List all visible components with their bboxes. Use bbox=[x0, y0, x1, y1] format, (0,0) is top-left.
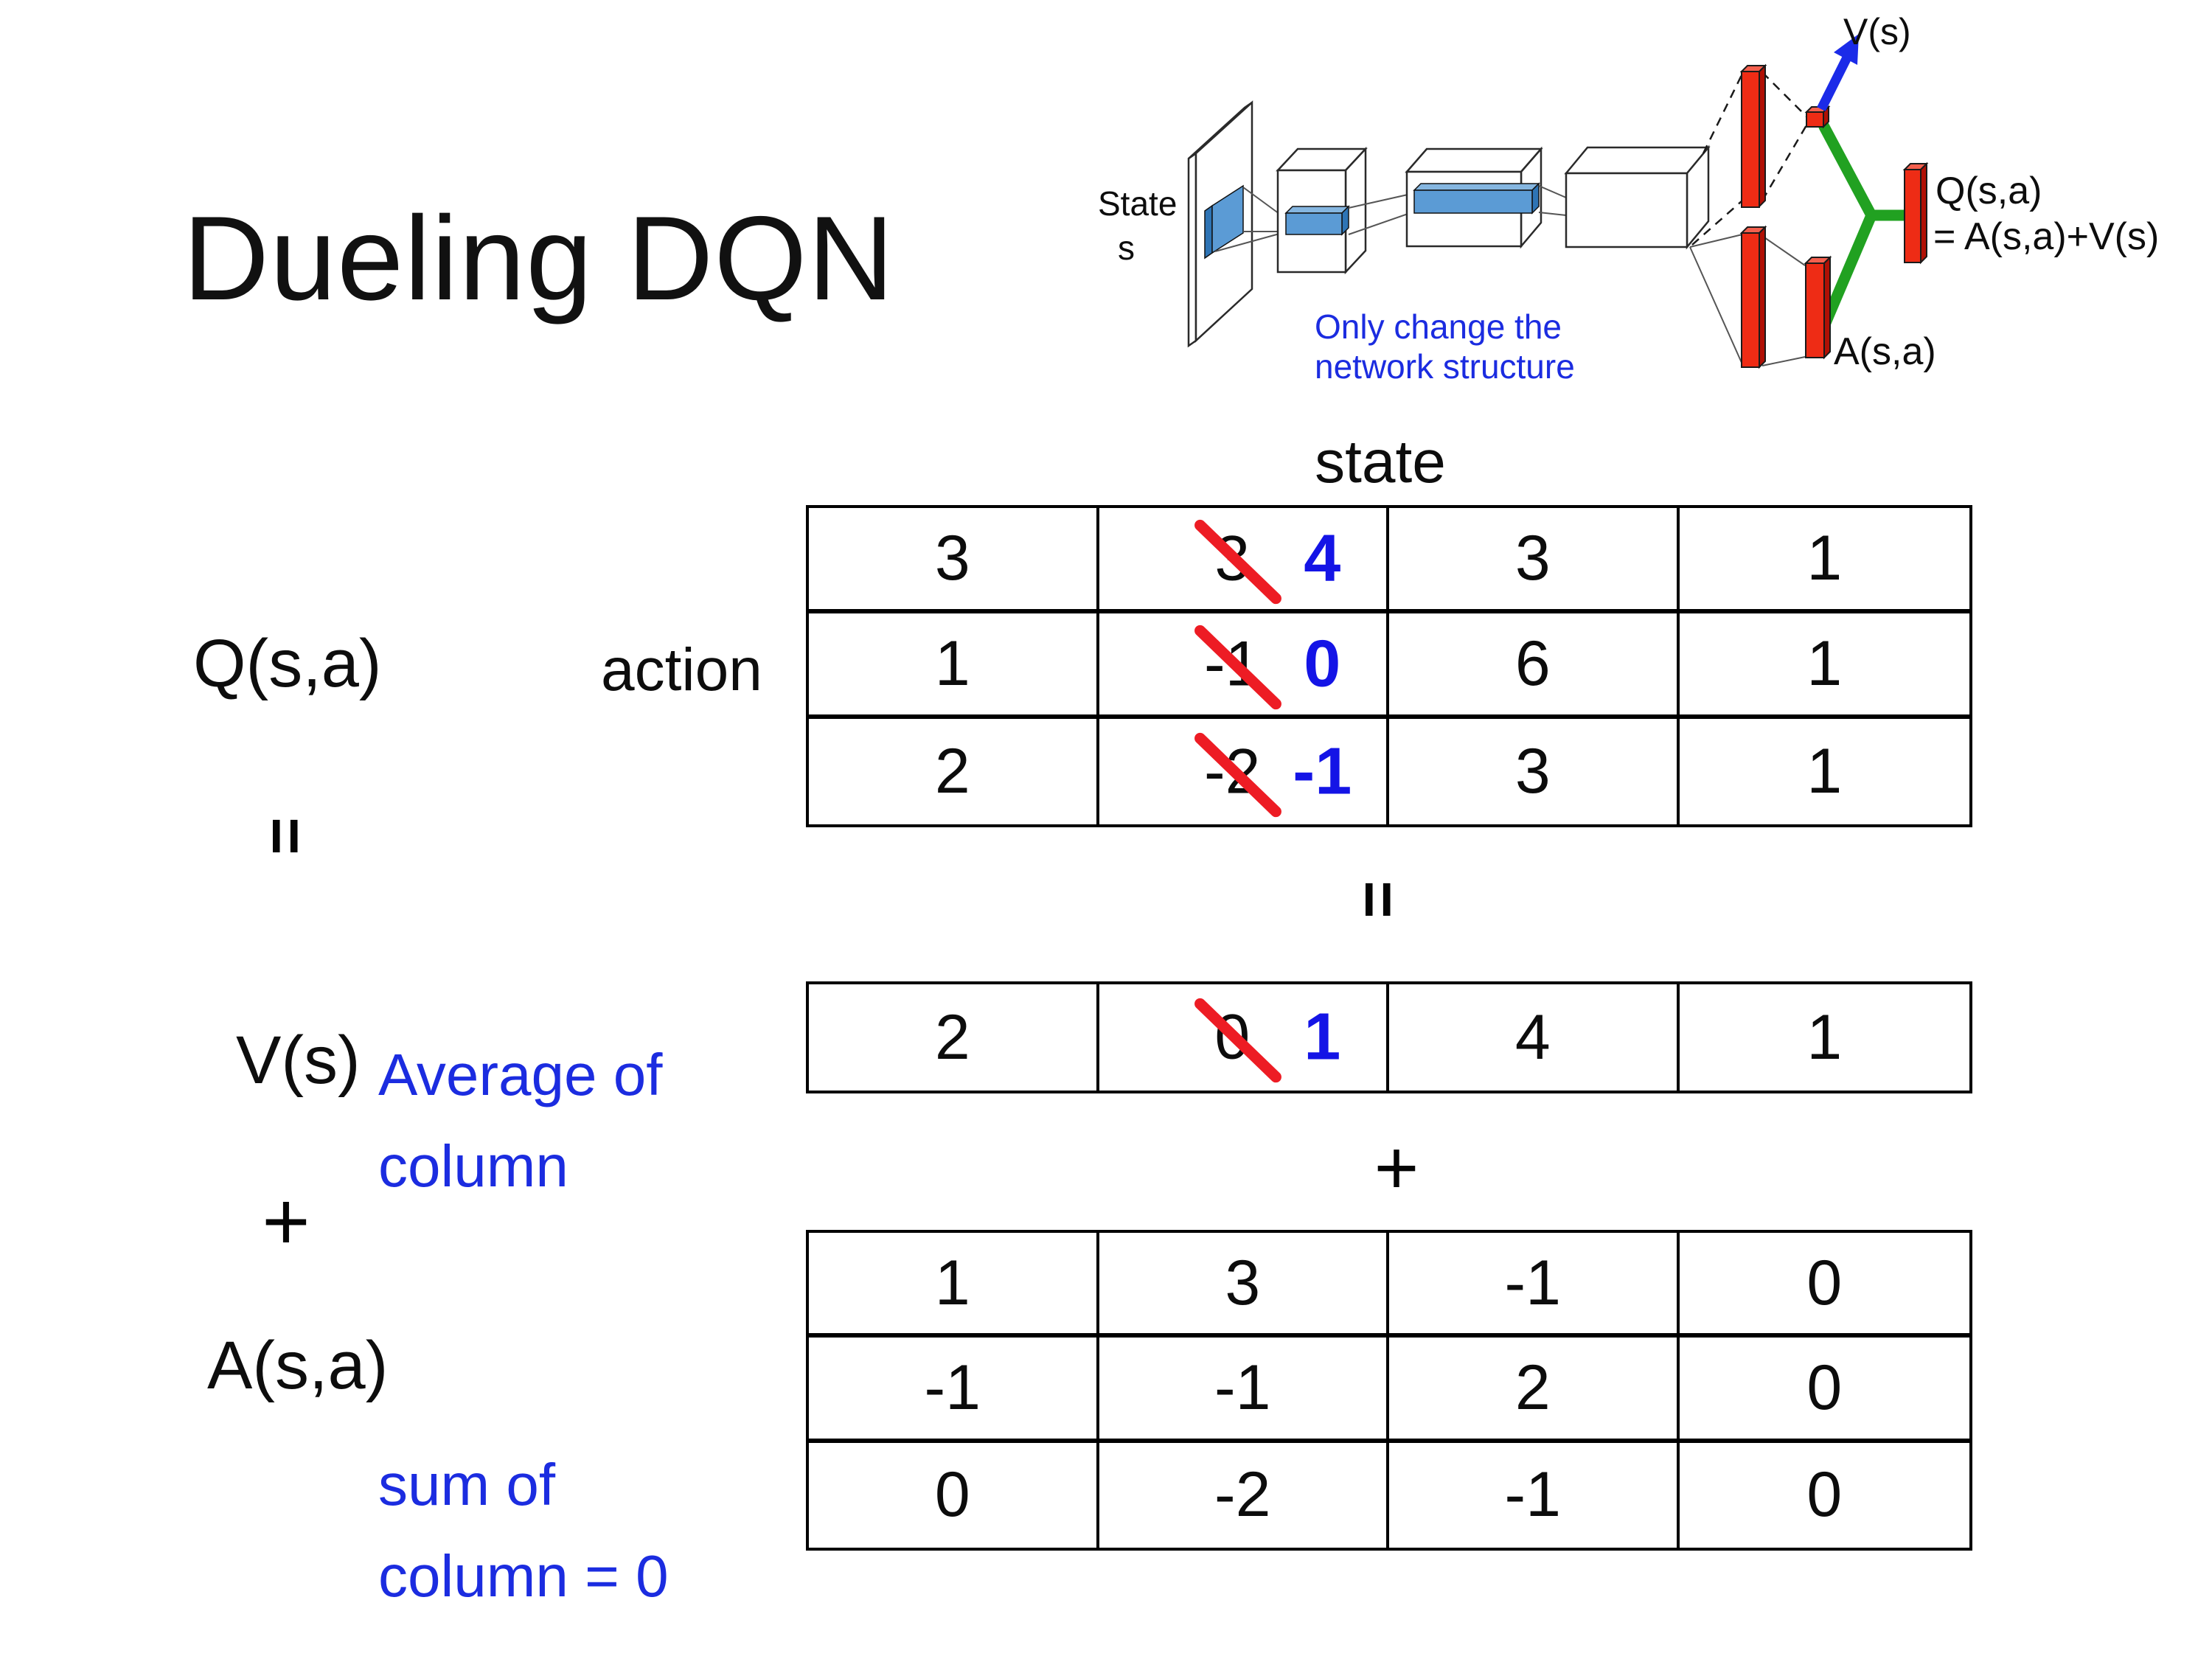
q-cell-r1c0: 1 bbox=[809, 613, 1099, 719]
a-table: 1 3 -1 0 -1 -1 2 0 0 -2 -1 0 bbox=[806, 1230, 1972, 1551]
diagram-note-line1: Only change the bbox=[1315, 307, 1562, 346]
v-new-value: 1 bbox=[1304, 1000, 1341, 1074]
v-row-label: V(s) bbox=[236, 1023, 361, 1098]
a-cell-r0c2: -1 bbox=[1389, 1233, 1680, 1338]
q-cell-r0c3: 1 bbox=[1679, 508, 1969, 613]
a-hidden-bar bbox=[1739, 225, 1767, 369]
q-cell-r2c0: 2 bbox=[809, 719, 1099, 824]
q-cell-r2c2: 3 bbox=[1389, 719, 1680, 824]
a-cell-r1c2: 2 bbox=[1389, 1338, 1680, 1443]
sum-note-line1: sum of bbox=[378, 1452, 556, 1517]
q-matrix-label: Q(s,a) bbox=[193, 626, 382, 701]
q-cell-r1c1-struck: -1 0 bbox=[1099, 613, 1389, 719]
action-label: action bbox=[601, 636, 762, 703]
diagram-v-label: V(s) bbox=[1843, 11, 1911, 52]
diagram-q-label-line2: = A(s,a)+V(s) bbox=[1933, 215, 2159, 258]
diagram-note-line2: network structure bbox=[1315, 347, 1575, 386]
a-matrix-label: A(s,a) bbox=[207, 1328, 389, 1403]
average-note-line1: Average of bbox=[378, 1042, 663, 1107]
v-hidden-bar bbox=[1739, 63, 1767, 209]
diagram-state-label-line2: s bbox=[1118, 229, 1135, 267]
q-cell-r1c2: 6 bbox=[1389, 613, 1680, 719]
q-cell-r0c1-struck: 3 4 bbox=[1099, 508, 1389, 613]
a-cell-r0c3: 0 bbox=[1679, 1233, 1969, 1338]
state-header: state bbox=[1315, 428, 1446, 495]
q-output-bar bbox=[1902, 161, 1929, 265]
q-cell-r0c2: 3 bbox=[1389, 508, 1680, 613]
fc-layer-box bbox=[1564, 145, 1711, 250]
q-new-value: -1 bbox=[1293, 734, 1352, 808]
a-stream-lines bbox=[1689, 234, 1806, 366]
sum-note-line2: column = 0 bbox=[378, 1543, 669, 1609]
a-cell-r1c0: -1 bbox=[809, 1338, 1099, 1443]
a-cell-r0c0: 1 bbox=[809, 1233, 1099, 1338]
a-cell-r1c1: -1 bbox=[1099, 1338, 1389, 1443]
equals-rotated-center: = bbox=[1342, 880, 1416, 919]
v-cell-c3: 1 bbox=[1806, 1001, 1843, 1073]
a-cell-r2c2: -1 bbox=[1389, 1442, 1680, 1548]
a-output-bar bbox=[1804, 255, 1832, 360]
v-cell-c2: 4 bbox=[1389, 984, 1680, 1091]
plus-sign-center: + bbox=[1374, 1124, 1419, 1211]
v-table: 2 0 1 4 1 bbox=[806, 981, 1972, 1093]
v-cell-c1-struck: 0 1 bbox=[1099, 984, 1389, 1091]
a-cell-r2c3: 0 bbox=[1806, 1459, 1843, 1531]
v-cell-c0: 2 bbox=[809, 984, 1099, 1091]
average-note: Average of column bbox=[378, 1029, 662, 1212]
conv-fan-lines-2 bbox=[1348, 192, 1415, 235]
a-cell-r0c1: 3 bbox=[1099, 1233, 1389, 1338]
conv-filter-icon bbox=[1204, 184, 1244, 260]
page-title: Dueling DQN bbox=[183, 192, 895, 325]
feature-bar-1 bbox=[1284, 205, 1350, 236]
q-table: 3 3 4 3 1 1 -1 0 6 1 2 -2 -1 3 1 bbox=[806, 505, 1972, 827]
q-cell-r0c0: 3 bbox=[809, 508, 1099, 613]
v-stream-dashed-lines bbox=[1691, 72, 1808, 246]
diagram-a-label: A(s,a) bbox=[1834, 330, 1936, 373]
a-cell-r2c1: -2 bbox=[1099, 1442, 1389, 1548]
v-arrow-icon bbox=[1817, 34, 1859, 111]
q-new-value: 4 bbox=[1304, 521, 1341, 595]
q-cell-r1c3: 1 bbox=[1679, 613, 1969, 719]
diagram-q-label-line1: Q(s,a) bbox=[1935, 170, 2042, 212]
diagram-state-label-line1: State bbox=[1098, 184, 1177, 223]
equals-rotated-left: = bbox=[249, 817, 323, 855]
sum-note: sum of column = 0 bbox=[378, 1439, 669, 1622]
conv-fan-lines-3 bbox=[1538, 185, 1567, 216]
plus-sign-left: + bbox=[262, 1175, 310, 1267]
q-new-value: 0 bbox=[1304, 627, 1341, 700]
dueling-network-diagram: State s V(s) Q(s,a) = A(s,a)+V(s) A(s,a)… bbox=[1098, 11, 2159, 386]
feature-bar-2 bbox=[1413, 182, 1540, 215]
a-cell-r2c0: 0 bbox=[809, 1442, 1099, 1548]
q-cell-r2c3: 1 bbox=[1806, 736, 1843, 807]
q-cell-r2c1-struck: -2 -1 bbox=[1099, 719, 1389, 824]
merge-y-connector bbox=[1818, 122, 1906, 330]
a-cell-r1c3: 0 bbox=[1679, 1338, 1969, 1443]
average-note-line2: column bbox=[378, 1133, 568, 1199]
